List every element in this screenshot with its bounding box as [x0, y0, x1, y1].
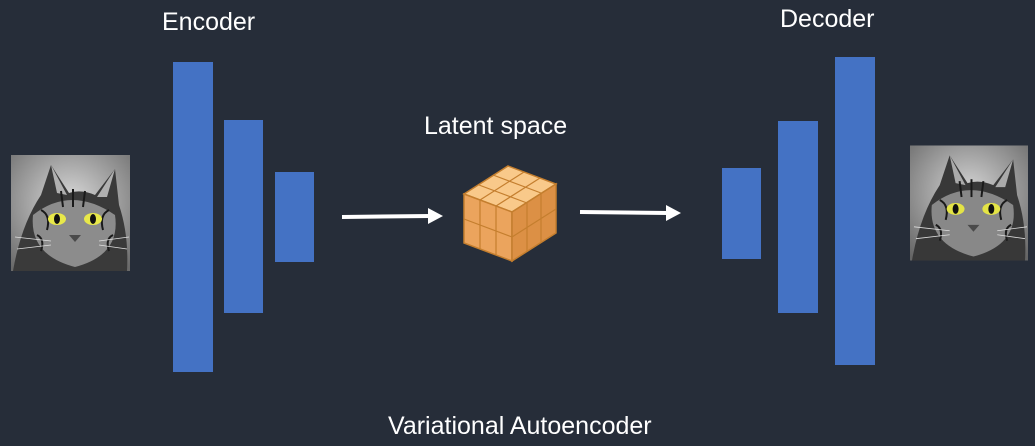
encoder-label: Encoder — [162, 8, 256, 36]
output-cat-image — [910, 145, 1028, 261]
arrow-to-latent-icon — [341, 208, 443, 224]
diagram-caption: Variational Autoencoder — [388, 412, 652, 440]
encoder-layer-1 — [173, 62, 213, 372]
decoder-layer-1 — [722, 168, 761, 259]
encoder-layer-3 — [275, 172, 314, 262]
encoder-layer-2 — [224, 120, 263, 313]
latent-cube-icon — [462, 165, 558, 263]
latent-space-label: Latent space — [424, 112, 568, 140]
decoder-layer-3 — [835, 57, 875, 365]
input-cat-image — [11, 155, 130, 271]
arrow-to-decoder-icon — [579, 205, 681, 221]
decoder-label: Decoder — [780, 5, 875, 33]
decoder-layer-2 — [778, 121, 818, 313]
